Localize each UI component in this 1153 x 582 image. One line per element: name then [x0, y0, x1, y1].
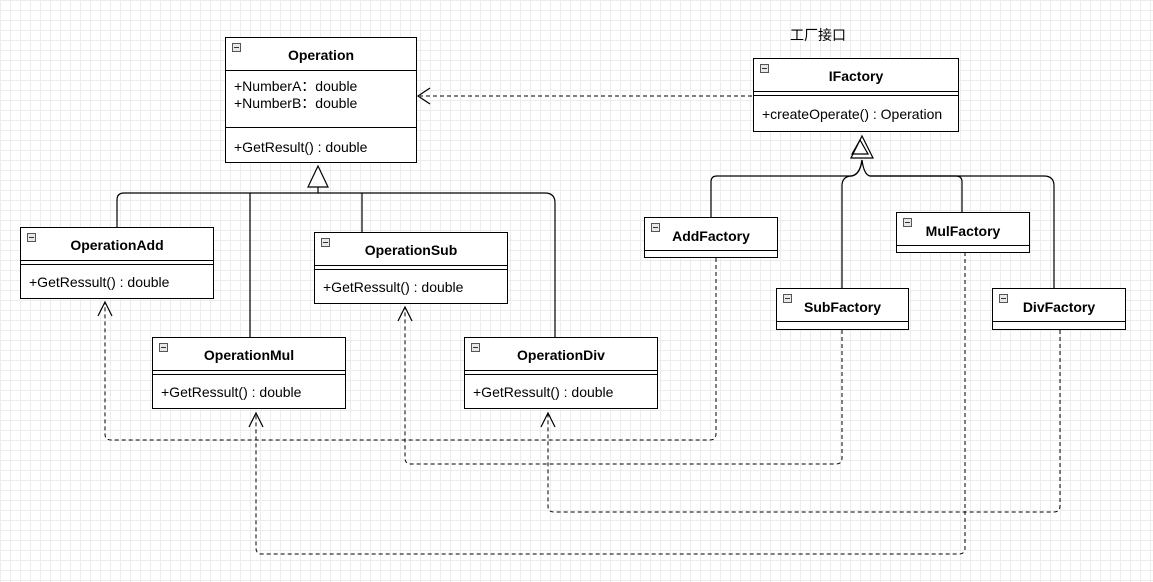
methods-section: +GetRessult() : double — [315, 269, 507, 296]
collapse-icon[interactable] — [760, 64, 769, 73]
class-operation[interactable]: Operation +NumberA：double +NumberB：doubl… — [225, 37, 417, 163]
open-arrowhead-operation — [416, 87, 431, 105]
collapse-icon[interactable] — [27, 233, 36, 242]
class-operationdiv[interactable]: OperationDiv +GetRessult() : double — [464, 337, 658, 409]
class-header: OperationDiv — [465, 338, 657, 370]
inheritance-divfactory-to-ifactory — [870, 175, 1055, 288]
class-divider — [777, 321, 908, 325]
inheritance-mulfactory-to-ifactory — [861, 159, 963, 212]
class-header: DivFactory — [993, 289, 1125, 321]
class-divider — [897, 245, 1029, 249]
method-getressult: +GetRessult() : double — [473, 384, 614, 400]
inheritance-subfactory-to-ifactory — [841, 159, 863, 288]
dependency-addfactory-to-operationadd — [104, 258, 717, 441]
attribute-numberb: +NumberB：double — [234, 95, 358, 111]
collapse-icon[interactable] — [471, 343, 480, 352]
methods-section: +GetRessult() : double — [465, 374, 657, 401]
inheritance-arrowhead-ifactory-offset — [850, 138, 870, 155]
class-operationmul[interactable]: OperationMul +GetRessult() : double — [152, 337, 346, 409]
class-name: AddFactory — [672, 228, 750, 244]
class-divider — [465, 370, 657, 374]
factory-interface-annotation: 工厂接口 — [790, 28, 846, 44]
methods-section: +GetRessult() : double — [153, 374, 345, 401]
class-divider — [993, 321, 1125, 325]
class-name: DivFactory — [1022, 299, 1096, 315]
methods-section: +createOperate() : Operation — [754, 95, 958, 123]
collapse-icon[interactable] — [321, 238, 330, 247]
collapse-icon[interactable] — [232, 43, 241, 52]
class-header: SubFactory — [777, 289, 908, 321]
collapse-icon[interactable] — [903, 218, 912, 227]
class-header: MulFactory — [897, 213, 1029, 245]
class-divider — [754, 91, 958, 95]
class-name: IFactory — [828, 68, 884, 84]
collapse-icon[interactable] — [651, 223, 660, 232]
class-header: OperationMul — [153, 338, 345, 370]
methods-section: +GetRessult() : double — [21, 264, 213, 291]
open-arrowhead-operationadd — [97, 300, 113, 317]
class-divider — [645, 250, 777, 254]
open-arrowhead-operationsub — [397, 305, 413, 322]
class-addfactory[interactable]: AddFactory — [644, 217, 778, 258]
inheritance-arrowhead-ifactory — [850, 134, 874, 159]
class-header: OperationAdd — [21, 228, 213, 260]
dependency-subfactory-to-operationsub — [404, 308, 843, 465]
class-divfactory[interactable]: DivFactory — [992, 288, 1126, 330]
collapse-icon[interactable] — [159, 343, 168, 352]
dependency-divfactory-to-operationdiv — [547, 330, 1061, 513]
class-name: OperationSub — [364, 242, 458, 258]
method-getressult: +GetRessult() : double — [323, 279, 464, 295]
attribute-numbera: +NumberA：double — [234, 78, 358, 94]
methods-section: +GetResult() : double — [226, 127, 416, 156]
class-header: OperationSub — [315, 233, 507, 265]
class-operationsub[interactable]: OperationSub +GetRessult() : double — [314, 232, 508, 304]
open-arrowhead-operationmul — [248, 411, 264, 428]
class-header: Operation — [226, 38, 416, 70]
method-getressult: +GetRessult() : double — [161, 384, 302, 400]
class-divider — [21, 260, 213, 264]
method-getressult: +GetRessult() : double — [29, 274, 170, 290]
class-name: MulFactory — [925, 223, 1001, 239]
method-createoperate: +createOperate() : Operation — [762, 106, 943, 122]
collapse-icon[interactable] — [783, 294, 792, 303]
class-subfactory[interactable]: SubFactory — [776, 288, 909, 330]
open-arrowhead-operationdiv — [540, 411, 556, 428]
collapse-icon[interactable] — [999, 294, 1008, 303]
class-divider — [315, 265, 507, 269]
attributes-section: +NumberA：double +NumberB：double — [226, 70, 416, 127]
class-name: Operation — [287, 47, 355, 63]
inheritance-addfactory-to-ifactory — [710, 159, 863, 217]
class-name: OperationMul — [203, 347, 295, 363]
class-header: IFactory — [754, 59, 958, 91]
class-divider — [153, 370, 345, 374]
class-mulfactory[interactable]: MulFactory — [896, 212, 1030, 253]
inheritance-operationdiv-to-operation — [318, 192, 556, 337]
class-name: OperationAdd — [70, 237, 164, 253]
interface-ifactory[interactable]: IFactory +createOperate() : Operation — [753, 58, 959, 132]
inheritance-arrowhead-operation — [307, 164, 329, 188]
dependency-mulfactory-to-operationmul — [255, 252, 966, 555]
method-getresult: +GetResult() : double — [234, 139, 368, 155]
class-header: AddFactory — [645, 218, 777, 250]
class-name: OperationDiv — [517, 347, 605, 363]
class-operationadd[interactable]: OperationAdd +GetRessult() : double — [20, 227, 214, 299]
class-name: SubFactory — [803, 299, 881, 315]
inheritance-operationadd-to-operation — [116, 187, 319, 227]
